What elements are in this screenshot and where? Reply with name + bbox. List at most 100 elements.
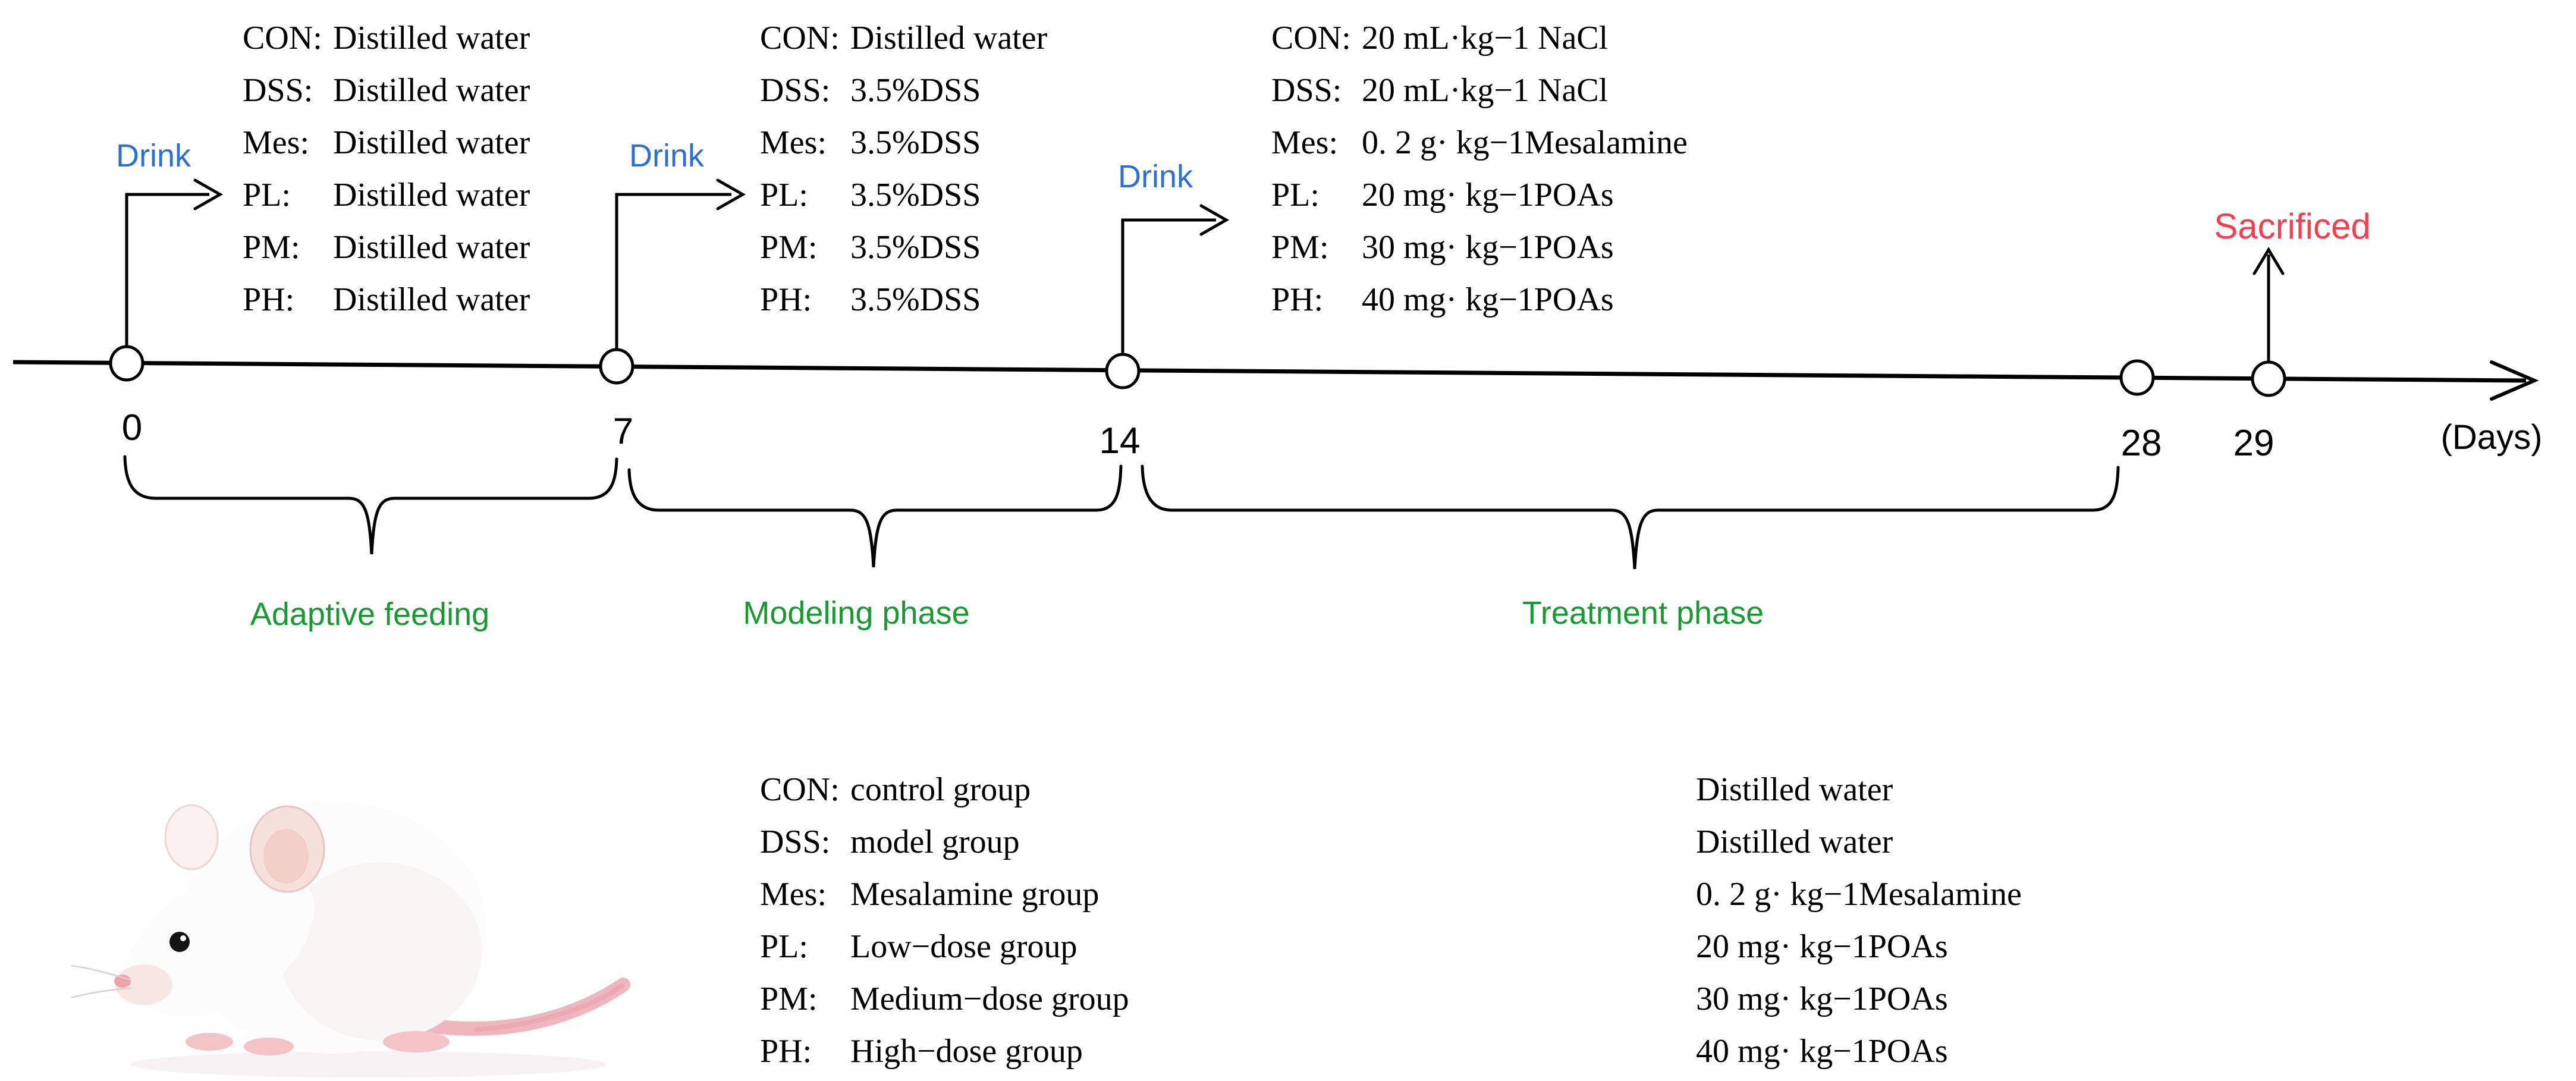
phase-label-treatment: Treatment phase bbox=[1522, 595, 1764, 631]
group-abbr: PM: bbox=[760, 229, 818, 266]
legend-name: Mesalamine group bbox=[850, 876, 1099, 913]
group-value: 3.5%DSS bbox=[850, 281, 981, 318]
phase-label-modeling: Modeling phase bbox=[743, 595, 970, 631]
day-14-marker bbox=[1105, 353, 1141, 389]
intervention-list-day14: CON:20 mL·kg−1 NaCl DSS:20 mL·kg−1 NaCl … bbox=[1271, 12, 1688, 326]
group-abbr: PH: bbox=[1271, 281, 1324, 318]
group-abbr: CON: bbox=[760, 20, 840, 56]
mouse-front-foot bbox=[186, 1033, 233, 1051]
mouse-image bbox=[71, 802, 630, 1077]
legend-dose-row: 0. 2 g· kg−1Mesalamine bbox=[1696, 876, 2022, 913]
drink-arrow-day14 bbox=[1121, 218, 1216, 354]
mouse-whiskers bbox=[71, 964, 133, 999]
legend-abbr: PH: bbox=[760, 1033, 812, 1070]
mouse-front-foot-2 bbox=[244, 1038, 294, 1055]
drink-label-day14: Drink bbox=[1118, 159, 1193, 194]
legend-row: Mes:Mesalamine group bbox=[760, 868, 1129, 920]
group-dose-row: PL: Distilled water bbox=[243, 169, 530, 221]
mouse-eye bbox=[169, 932, 190, 952]
drink-arrowhead-day7-icon bbox=[716, 178, 746, 210]
intervention-list-day0: CON:Distilled water DSS:Distilled water … bbox=[243, 12, 530, 326]
mouse-tail-shade bbox=[473, 983, 624, 1032]
phase-label-adaptive-feeding: Adaptive feeding bbox=[250, 596, 490, 632]
group-value: 30 mg· kg−1POAs bbox=[1362, 229, 1614, 266]
group-value: 3.5%DSS bbox=[850, 229, 981, 266]
group-dose-row: Mes:0. 2 g· kg−1Mesalamine bbox=[1271, 117, 1688, 169]
group-abbr: PL: bbox=[760, 177, 808, 213]
group-value: 20 mg· kg−1POAs bbox=[1362, 177, 1614, 213]
group-value: 20 mL·kg−1 NaCl bbox=[1362, 72, 1609, 109]
mouse-hind-foot bbox=[383, 1031, 450, 1052]
group-abbr: PM: bbox=[1271, 229, 1329, 266]
group-dose-row: DSS:3.5%DSS bbox=[760, 64, 1047, 117]
adaptive-feeding-brace bbox=[123, 455, 618, 555]
group-abbr: DSS: bbox=[760, 72, 831, 109]
group-value: Distilled water bbox=[333, 124, 530, 161]
modeling-phase-brace bbox=[627, 464, 1123, 568]
intervention-list-day7: CON:Distilled water DSS:3.5%DSS Mes:3.5%… bbox=[760, 12, 1047, 326]
mouse-nose bbox=[114, 975, 131, 988]
group-abbr: CON: bbox=[243, 20, 322, 56]
group-abbr: CON: bbox=[1271, 20, 1351, 56]
day-0-marker bbox=[109, 345, 144, 382]
drink-arrow-day0 bbox=[125, 193, 209, 347]
group-value: Distilled water bbox=[333, 281, 530, 318]
legend-dose-column: Distilled water Distilled water 0. 2 g· … bbox=[1696, 763, 2022, 1077]
group-dose-row: PM: 30 mg· kg−1POAs bbox=[1271, 221, 1688, 274]
group-dose-row: PH: Distilled water bbox=[243, 274, 530, 326]
day-tick-7: 7 bbox=[612, 411, 634, 452]
day-tick-0: 0 bbox=[121, 407, 143, 448]
day-28-marker bbox=[2119, 359, 2155, 396]
group-value: Distilled water bbox=[333, 177, 530, 213]
drink-arrowhead-day14-icon bbox=[1199, 204, 1230, 236]
time-axis-line bbox=[12, 360, 2527, 383]
legend-name: model group bbox=[850, 824, 1020, 860]
group-dose-row: CON:Distilled water bbox=[243, 12, 530, 64]
drink-arrow-day7 bbox=[615, 193, 731, 350]
legend-abbr: PM: bbox=[760, 981, 818, 1017]
group-dose-row: PL:20 mg· kg−1POAs bbox=[1271, 169, 1688, 221]
group-dose-row: DSS: 20 mL·kg−1 NaCl bbox=[1271, 64, 1688, 117]
legend-dose-row: Distilled water bbox=[1696, 771, 1893, 808]
legend-dose-row: 20 mg· kg−1POAs bbox=[1696, 928, 1948, 965]
group-dose-row: CON:Distilled water bbox=[760, 12, 1047, 64]
group-value: 0. 2 g· kg−1Mesalamine bbox=[1362, 124, 1688, 161]
day-tick-14: 14 bbox=[1099, 420, 1141, 461]
group-abbr: PL: bbox=[243, 177, 291, 213]
mouse-reflection bbox=[131, 1051, 607, 1077]
mouse-body-shade bbox=[279, 862, 482, 1041]
group-dose-row: CON:20 mL·kg−1 NaCl bbox=[1271, 12, 1688, 64]
group-value: Distilled water bbox=[333, 229, 530, 266]
legend-group-definitions: CON:control group DSS: model group Mes:Me… bbox=[760, 763, 1129, 1077]
group-dose-row: PL:3.5%DSS bbox=[760, 169, 1047, 221]
group-value: 3.5%DSS bbox=[850, 124, 981, 161]
sacrificed-arrowhead-icon bbox=[2253, 247, 2285, 275]
group-value: Distilled water bbox=[333, 72, 530, 109]
group-dose-row: PM:Distilled water bbox=[243, 221, 530, 274]
group-abbr: PH: bbox=[243, 281, 295, 318]
legend-abbr: DSS: bbox=[760, 824, 831, 860]
group-dose-row: Mes:Distilled water bbox=[243, 117, 530, 169]
group-dose-row: PH: 3.5%DSS bbox=[760, 274, 1047, 326]
group-dose-row: DSS: Distilled water bbox=[243, 64, 530, 117]
legend-row: PH:High−dose group bbox=[760, 1025, 1129, 1077]
group-abbr: Mes: bbox=[760, 124, 827, 161]
sacrificed-label: Sacrificed bbox=[2214, 206, 2371, 246]
day-7-marker bbox=[599, 348, 634, 385]
legend-name: Medium−dose group bbox=[850, 981, 1129, 1017]
legend-dose-row: 30 mg· kg−1POAs bbox=[1696, 981, 1948, 1017]
day-tick-29: 29 bbox=[2233, 423, 2275, 464]
group-abbr: DSS: bbox=[1271, 72, 1342, 109]
group-dose-row: PH:40 mg· kg−1POAs bbox=[1271, 274, 1688, 326]
axis-unit-label: (Days) bbox=[2440, 418, 2543, 457]
legend-row: CON:control group bbox=[760, 763, 1129, 816]
mouse-inner-ear bbox=[263, 829, 309, 884]
day-tick-28: 28 bbox=[2121, 423, 2162, 464]
legend-row: PL:Low−dose group bbox=[760, 920, 1129, 973]
group-abbr: PH: bbox=[760, 281, 812, 318]
group-abbr: DSS: bbox=[243, 72, 313, 109]
legend-abbr: CON: bbox=[760, 771, 840, 808]
legend-row: PM: Medium−dose group bbox=[760, 973, 1129, 1025]
